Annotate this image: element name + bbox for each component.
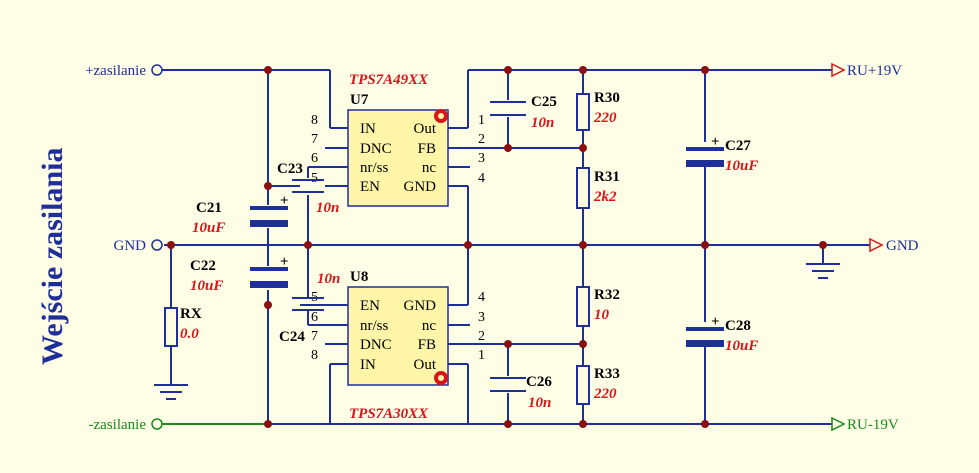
svg-text:IN: IN [360,121,376,137]
svg-text:2: 2 [478,329,485,344]
capacitor-c28: + C28 10uF [686,314,758,354]
svg-text:2: 2 [478,132,485,147]
svg-text:Out: Out [414,357,437,373]
svg-text:EN: EN [360,179,380,195]
svg-text:+: + [280,193,289,209]
svg-text:1: 1 [478,113,485,128]
svg-text:+: + [280,254,289,270]
capacitor-c21: + C21 10uF [192,193,289,236]
svg-text:10n: 10n [528,395,551,411]
resistor-r31: R31 2k2 [576,167,620,209]
ic-u7: U7 TPS7A49XX 8 7 6 5 IN DNC nr/ss EN Out… [311,72,485,207]
svg-text:IN: IN [360,357,376,373]
svg-text:3: 3 [478,151,485,166]
svg-text:GND: GND [114,238,147,254]
svg-text:2k2: 2k2 [593,189,617,205]
net-gnd-in: GND [114,238,163,254]
svg-text:C27: C27 [725,138,751,154]
svg-text:GND: GND [404,179,437,195]
svg-text:220: 220 [593,386,617,402]
svg-text:7: 7 [311,132,318,147]
resistor-r33: R33 220 [576,365,620,405]
svg-text:C25: C25 [531,94,557,110]
ic-u8: U8 TPS7A30XX 5 6 7 8 EN nr/ss DNC IN GND… [311,269,485,422]
wires [162,69,870,425]
capacitor-c27: + C27 10uF [686,134,758,174]
svg-text:+zasilanie: +zasilanie [85,63,146,79]
svg-text:DNC: DNC [360,337,392,353]
svg-text:R31: R31 [594,169,620,185]
svg-text:GND: GND [404,298,437,314]
svg-text:-zasilanie: -zasilanie [89,417,147,433]
capacitor-c23: C23 10n [277,161,339,216]
svg-text:10uF: 10uF [725,338,758,354]
svg-text:GND: GND [886,238,919,254]
svg-text:nc: nc [422,318,437,334]
svg-text:RX: RX [180,306,202,322]
svg-text:C28: C28 [725,318,751,334]
svg-text:Out: Out [414,121,437,137]
capacitor-c22: + C22 10uF [190,254,289,294]
svg-text:FB: FB [418,141,436,157]
capacitor-c24: C24 10n [279,271,340,345]
resistor-r32: R32 10 [576,286,620,327]
svg-text:1: 1 [478,348,485,363]
capacitor-c26: C26 10n [490,374,552,411]
junctions [167,66,827,428]
svg-text:8: 8 [311,113,318,128]
svg-text:C23: C23 [277,161,303,177]
capacitor-c25: C25 10n [490,94,557,131]
svg-text:10uF: 10uF [725,158,758,174]
svg-text:C26: C26 [526,374,552,390]
svg-text:10n: 10n [317,271,340,287]
svg-text:R30: R30 [594,90,620,106]
net-minus-zasilanie: -zasilanie [89,417,163,433]
svg-text:FB: FB [418,337,436,353]
svg-text:C24: C24 [279,329,305,345]
svg-text:+: + [711,314,720,330]
u7-ref: U7 [350,92,369,108]
ground-symbol-right [806,263,840,279]
resistor-r30: R30 220 [576,90,620,131]
svg-text:7: 7 [311,329,318,344]
svg-text:10uF: 10uF [190,278,223,294]
svg-text:8: 8 [311,348,318,363]
svg-text:220: 220 [593,110,617,126]
svg-text:nr/ss: nr/ss [360,160,389,176]
svg-text:R32: R32 [594,287,620,303]
net-plus-zasilanie: +zasilanie [85,63,163,79]
svg-text:5: 5 [311,171,318,186]
svg-text:nr/ss: nr/ss [360,318,389,334]
u8-ref: U8 [350,269,368,285]
svg-text:10n: 10n [316,200,339,216]
svg-text:4: 4 [478,290,485,305]
svg-text:10: 10 [594,307,610,323]
svg-text:C21: C21 [196,200,222,216]
ground-symbol-left [154,384,188,400]
svg-text:nc: nc [422,160,437,176]
resistor-rx: RX 0.0 [164,306,202,347]
u8-part: TPS7A30XX [349,406,429,422]
svg-text:6: 6 [311,310,318,325]
svg-text:10uF: 10uF [192,220,225,236]
svg-text:RU-19V: RU-19V [847,417,899,433]
svg-text:0.0: 0.0 [180,326,199,342]
svg-text:DNC: DNC [360,141,392,157]
svg-text:C22: C22 [190,258,216,274]
svg-text:R33: R33 [594,366,620,382]
svg-text:4: 4 [478,171,485,186]
svg-text:10n: 10n [531,115,554,131]
svg-text:3: 3 [478,310,485,325]
net-ru-minus-19v: RU-19V [831,416,899,433]
svg-text:RU+19V: RU+19V [847,63,902,79]
svg-text:6: 6 [311,151,318,166]
svg-text:+: + [711,134,720,150]
svg-text:EN: EN [360,298,380,314]
u7-part: TPS7A49XX [349,72,429,88]
net-gnd-out: GND [869,237,919,254]
net-ru-plus-19v: RU+19V [831,62,902,79]
schematic-title: Wejście zasilania [36,148,69,365]
